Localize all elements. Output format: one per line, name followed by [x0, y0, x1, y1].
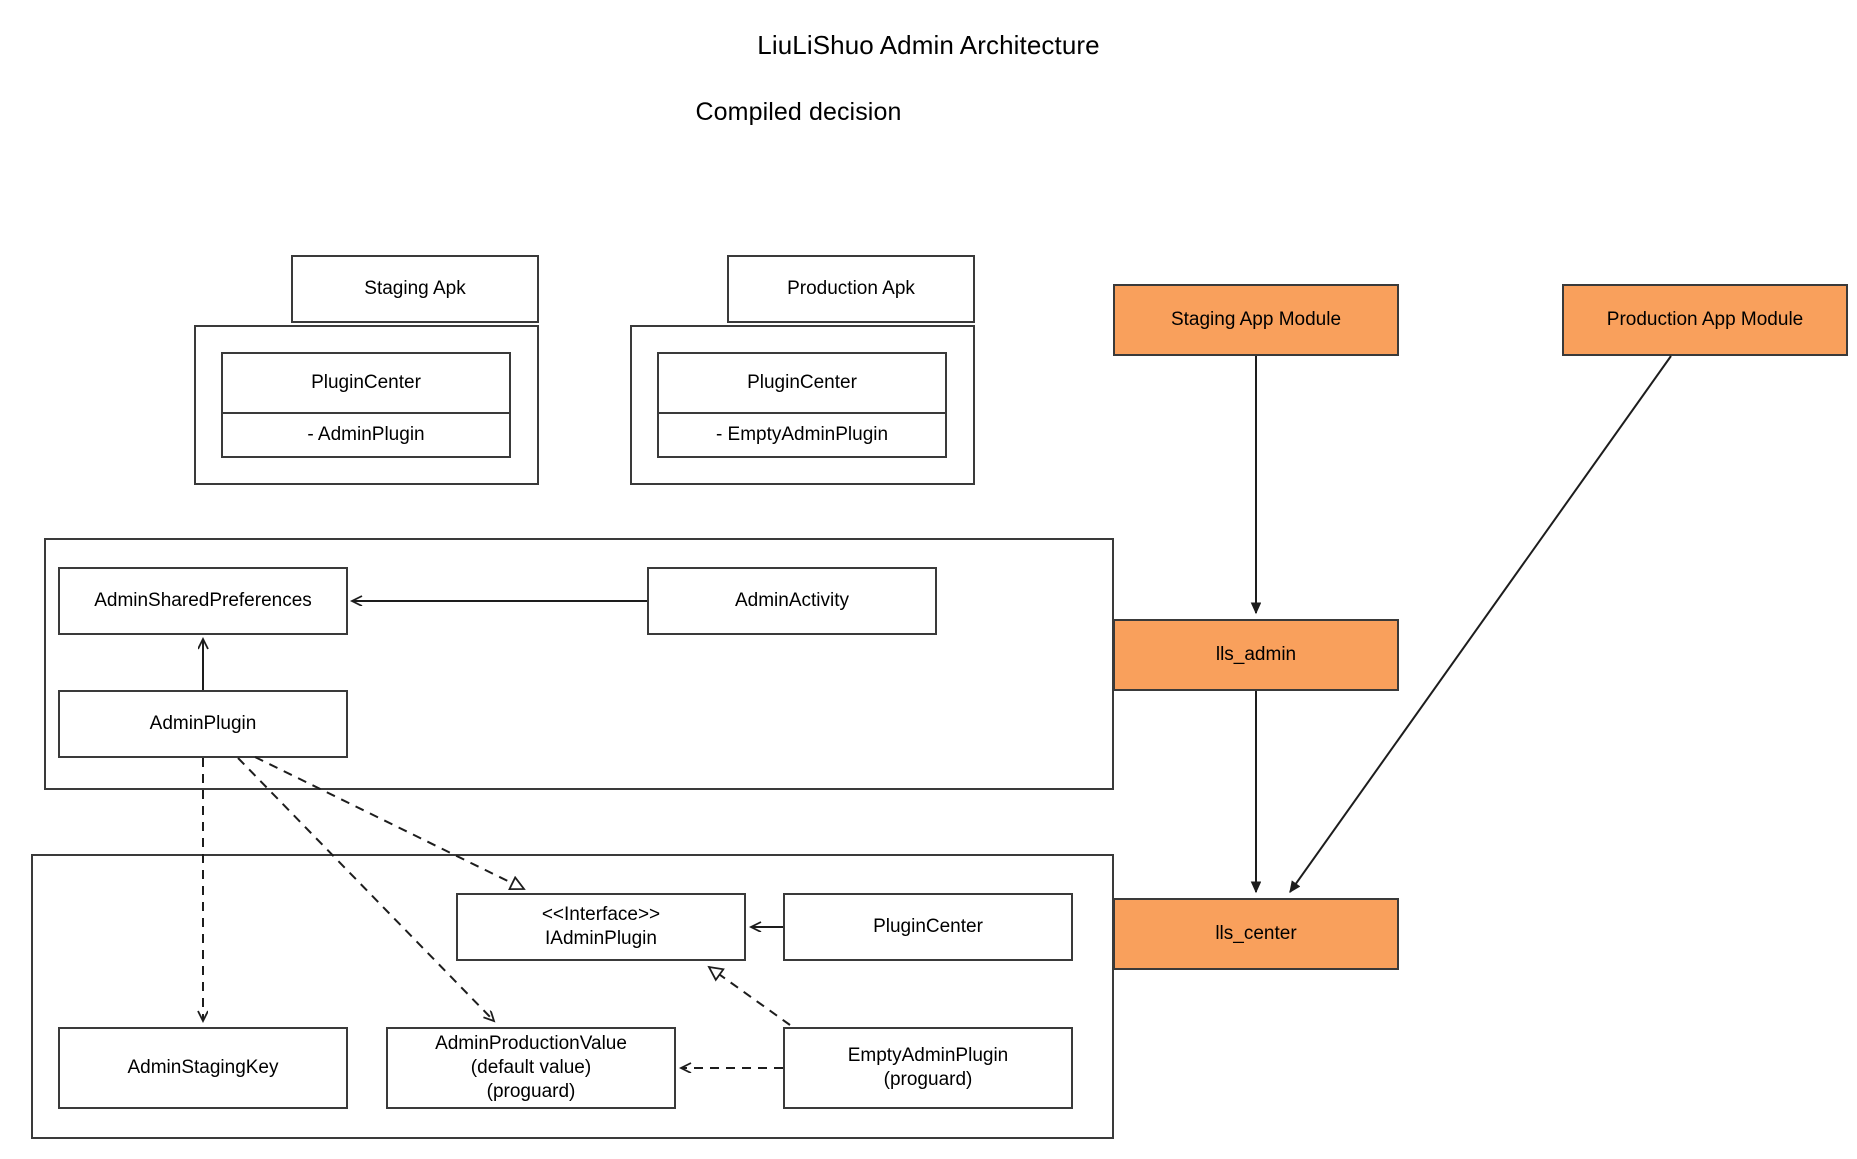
- class-admin-production-value: AdminProductionValue (default value) (pr…: [386, 1027, 676, 1109]
- module-lls-admin-label: lls_admin: [1215, 644, 1297, 666]
- class-plugincenter-center-label: PluginCenter: [873, 916, 983, 938]
- class-admin-production-value-label: AdminProductionValue (default value) (pr…: [435, 1033, 627, 1102]
- class-admin-activity-label: AdminActivity: [734, 590, 850, 612]
- class-iadminplugin-interface: <<Interface>> IAdminPlugin: [456, 893, 746, 961]
- page-title: LiuLiShuo Admin Architecture: [757, 30, 1100, 60]
- class-iadminplugin-label: <<Interface>> IAdminPlugin: [541, 904, 661, 949]
- class-admin-shared-preferences-label: AdminSharedPreferences: [94, 590, 312, 612]
- class-plugincenter-center: PluginCenter: [783, 893, 1073, 961]
- production-apk-tab-label: Production Apk: [787, 278, 915, 299]
- staging-plugincenter-class: PluginCenter - AdminPlugin: [221, 352, 511, 458]
- production-plugincenter-name: PluginCenter: [747, 372, 857, 393]
- module-production-app: Production App Module: [1562, 284, 1848, 356]
- class-admin-plugin-label: AdminPlugin: [149, 713, 257, 735]
- staging-apk-tab-label: Staging Apk: [364, 278, 466, 299]
- class-empty-admin-plugin-label: EmptyAdminPlugin (proguard): [847, 1045, 1009, 1090]
- module-production-app-label: Production App Module: [1606, 309, 1804, 331]
- class-admin-plugin: AdminPlugin: [58, 690, 348, 758]
- class-admin-activity: AdminActivity: [647, 567, 937, 635]
- staging-apk-tab: Staging Apk: [291, 255, 539, 323]
- module-lls-center: lls_center: [1113, 898, 1399, 970]
- class-admin-staging-key-label: AdminStagingKey: [127, 1057, 279, 1079]
- class-admin-staging-key: AdminStagingKey: [58, 1027, 348, 1109]
- module-lls-center-label: lls_center: [1215, 923, 1297, 945]
- production-apk-tab: Production Apk: [727, 255, 975, 323]
- class-admin-shared-preferences: AdminSharedPreferences: [58, 567, 348, 635]
- production-plugincenter-attribute: - EmptyAdminPlugin: [659, 412, 945, 456]
- module-staging-app: Staging App Module: [1113, 284, 1399, 356]
- module-staging-app-label: Staging App Module: [1170, 309, 1342, 331]
- production-plugincenter-class: PluginCenter - EmptyAdminPlugin: [657, 352, 947, 458]
- class-empty-admin-plugin: EmptyAdminPlugin (proguard): [783, 1027, 1073, 1109]
- staging-plugincenter-name: PluginCenter: [311, 372, 421, 393]
- page-subtitle: Compiled decision: [695, 98, 902, 126]
- module-lls-admin: lls_admin: [1113, 619, 1399, 691]
- staging-plugincenter-attribute: - AdminPlugin: [223, 412, 509, 456]
